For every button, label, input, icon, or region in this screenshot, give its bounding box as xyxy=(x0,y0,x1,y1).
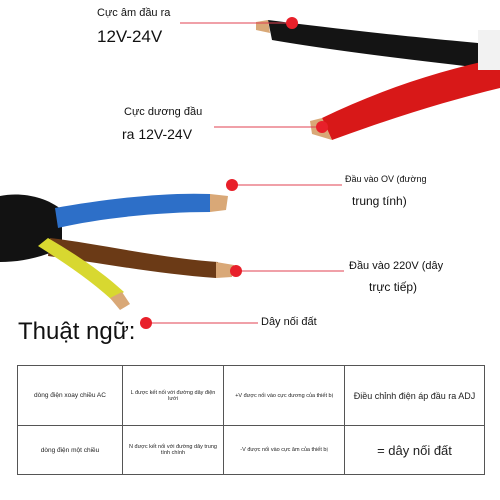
brown-wire xyxy=(48,238,218,278)
blue-wire-copper-tip xyxy=(210,194,228,212)
brown-wire-copper-tip xyxy=(216,262,234,278)
label-live-line2: trực tiếp) xyxy=(369,280,418,294)
table-cell: +V được nối vào cực dương của thiết bị xyxy=(223,365,345,426)
black-wire xyxy=(268,20,500,70)
black-wire-copper-tip xyxy=(256,20,270,33)
label-positive-line1: Cực dương đầu xyxy=(124,106,203,118)
yellow-green-wire xyxy=(38,238,124,300)
leader-lines xyxy=(146,22,344,324)
table-cell: dòng điện xoay chiều AC xyxy=(17,365,123,426)
table-cell: N được kết nối với đường dây trung tính … xyxy=(122,425,224,475)
yellow-green-wire-copper-tip xyxy=(110,292,130,310)
ac-input-cable xyxy=(0,193,234,310)
table-cell: dòng điện một chiều xyxy=(17,425,123,475)
table-cell: L được kết nối với đường dây điện lưới xyxy=(122,365,224,426)
label-negative-line1: Cực âm đầu ra xyxy=(97,7,171,19)
label-live-line1: Đầu vào 220V (dây xyxy=(349,260,444,272)
table-row: dòng điện xoay chiều AC L được kết nối v… xyxy=(17,365,485,426)
label-neutral-line1: Đầu vào OV (đường xyxy=(345,174,427,184)
table-cell: = dây nối đất xyxy=(344,425,485,475)
label-ground: Dây nối đất xyxy=(261,316,317,328)
cable-sheath xyxy=(478,30,500,70)
red-wire xyxy=(322,58,500,140)
marker-live xyxy=(230,265,242,277)
glossary-title: Thuật ngữ: xyxy=(18,318,136,345)
glossary-table: dòng điện xoay chiều AC L được kết nối v… xyxy=(17,365,485,475)
dc-output-cable xyxy=(256,20,500,140)
markers xyxy=(140,17,328,329)
label-negative-line2: 12V-24V xyxy=(97,27,163,46)
marker-ground xyxy=(140,317,152,329)
marker-neutral xyxy=(226,179,238,191)
label-neutral-line2: trung tính) xyxy=(352,194,407,208)
marker-negative xyxy=(286,17,298,29)
table-cell: Điều chỉnh điện áp đầu ra ADJ xyxy=(344,365,485,426)
label-positive-line2: ra 12V-24V xyxy=(122,126,193,142)
table-row: dòng điện một chiều N được kết nối với đ… xyxy=(17,425,485,475)
blue-wire xyxy=(55,193,210,228)
marker-positive xyxy=(316,121,328,133)
table-cell: -V được nối vào cực âm của thiết bị xyxy=(223,425,345,475)
